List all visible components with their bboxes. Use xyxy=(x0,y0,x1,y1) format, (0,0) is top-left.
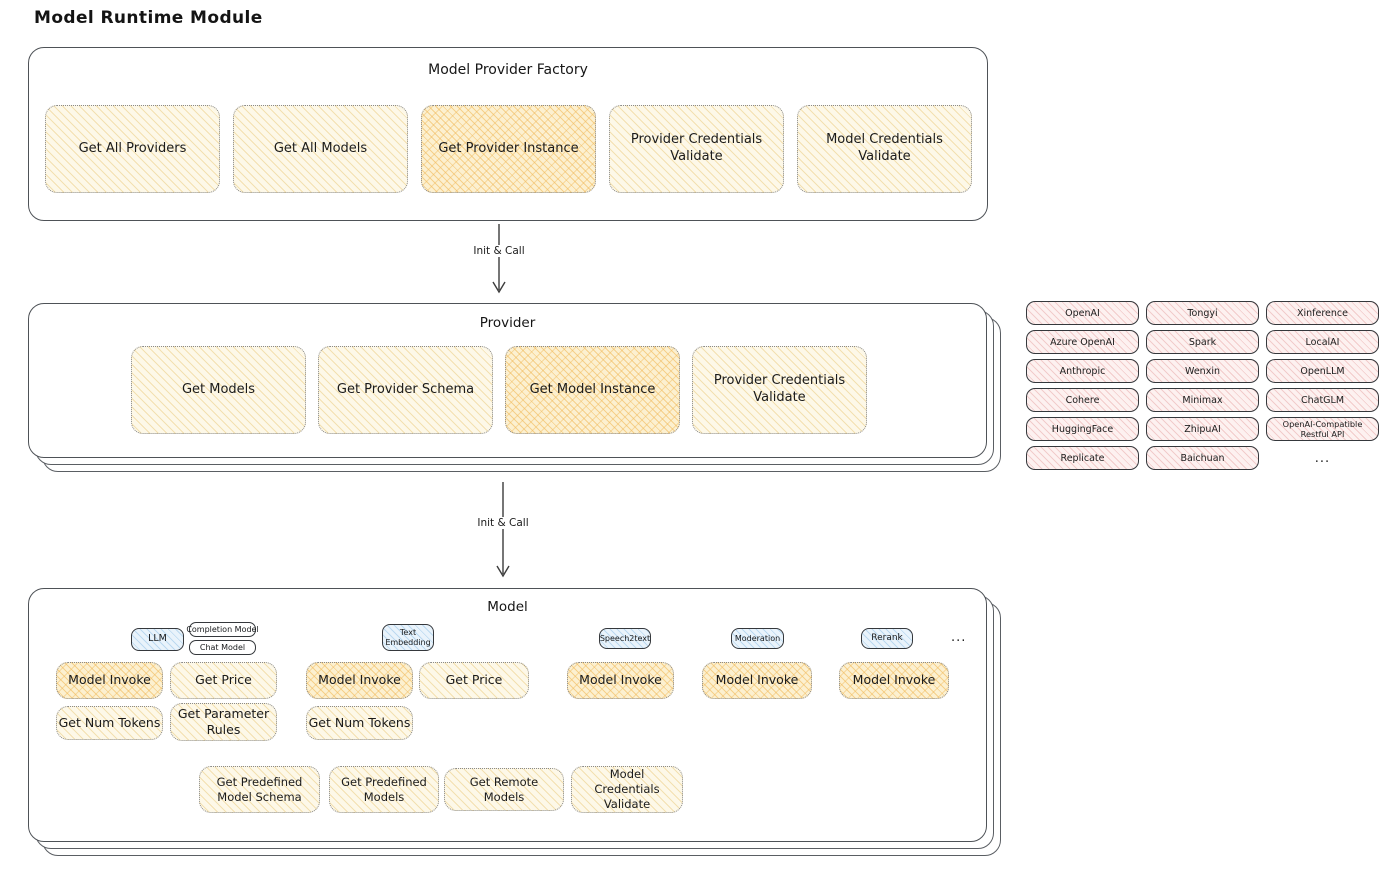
provider-title: Provider xyxy=(479,315,536,331)
get-models-button: Get Models xyxy=(131,346,306,434)
provider-item-huggingface: HuggingFace xyxy=(1026,417,1139,441)
provider-item-baichuan: Baichuan xyxy=(1146,446,1259,470)
provider-item-azure-openai: Azure OpenAI xyxy=(1026,330,1139,354)
get-predefined-model-schema-button: Get Predefined Model Schema xyxy=(199,766,320,813)
get-remote-models-button: Get Remote Models xyxy=(444,768,564,811)
arrow-down-icon xyxy=(492,224,506,294)
init-call-arrow-1: Init & Call xyxy=(459,224,539,298)
get-all-providers-button: Get All Providers xyxy=(45,105,220,193)
provider-item-tongyi: Tongyi xyxy=(1146,301,1259,325)
model-title: Model xyxy=(487,599,528,615)
page-title: Model Runtime Module xyxy=(34,8,263,28)
provider-credentials-validate-button-2: Provider Credentials Validate xyxy=(692,346,867,434)
tab-chat-model: Chat Model xyxy=(189,640,256,655)
provider-item-wenxin: Wenxin xyxy=(1146,359,1259,383)
provider-item-replicate: Replicate xyxy=(1026,446,1139,470)
provider-box: Provider Get Models Get Provider Schema … xyxy=(28,303,987,458)
provider-item-xinference: Xinference xyxy=(1266,301,1379,325)
tab-rerank: Rerank xyxy=(861,628,913,649)
tabs-more-ellipsis: ... xyxy=(951,630,967,645)
llm-get-parameter-rules-button: Get Parameter Rules xyxy=(170,703,277,741)
provider-item-openai-compatible: OpenAI-Compatible Restful API xyxy=(1266,417,1379,441)
provider-item-openllm: OpenLLM xyxy=(1266,359,1379,383)
provider-item-chatglm: ChatGLM xyxy=(1266,388,1379,412)
get-predefined-models-button: Get Predefined Models xyxy=(329,766,439,813)
text-embedding-model-invoke-button: Model Invoke xyxy=(306,662,413,699)
llm-model-invoke-button: Model Invoke xyxy=(56,662,163,699)
llm-get-price-button: Get Price xyxy=(170,662,277,699)
provider-item-anthropic: Anthropic xyxy=(1026,359,1139,383)
rerank-model-invoke-button: Model Invoke xyxy=(839,662,949,699)
provider-buttons-row: Get Models Get Provider Schema Get Model… xyxy=(131,346,867,434)
provider-credentials-validate-button: Provider Credentials Validate xyxy=(609,105,784,193)
tab-text-embedding: Text Embedding xyxy=(382,624,434,651)
init-call-arrow-2: Init & Call xyxy=(463,482,543,582)
speech2text-model-invoke-button: Model Invoke xyxy=(567,662,674,699)
provider-item-zhipuai: ZhipuAI xyxy=(1146,417,1259,441)
provider-item-minimax: Minimax xyxy=(1146,388,1259,412)
text-embedding-get-price-button: Get Price xyxy=(419,662,529,699)
get-all-models-button: Get All Models xyxy=(233,105,408,193)
model-credentials-validate-button-2: Model Credentials Validate xyxy=(571,766,683,813)
provider-list-more: ... xyxy=(1314,450,1331,466)
factory-title: Model Provider Factory xyxy=(428,62,588,78)
arrow-label: Init & Call xyxy=(469,245,529,257)
tab-completion-model: Completion Model xyxy=(186,622,259,637)
get-model-instance-button: Get Model Instance xyxy=(505,346,680,434)
llm-get-num-tokens-button: Get Num Tokens xyxy=(56,706,163,740)
arrow-label: Init & Call xyxy=(473,517,533,529)
factory-box: Model Provider Factory Get All Providers… xyxy=(28,47,988,221)
model-credentials-validate-button: Model Credentials Validate xyxy=(797,105,972,193)
moderation-model-invoke-button: Model Invoke xyxy=(702,662,812,699)
provider-item-cohere: Cohere xyxy=(1026,388,1139,412)
provider-item-localai: LocalAI xyxy=(1266,330,1379,354)
tab-llm: LLM xyxy=(131,628,184,651)
text-embedding-get-num-tokens-button: Get Num Tokens xyxy=(306,706,413,740)
provider-item-openai: OpenAI xyxy=(1026,301,1139,325)
factory-buttons-row: Get All Providers Get All Models Get Pro… xyxy=(45,105,972,193)
tab-moderation: Moderation xyxy=(731,628,784,649)
get-provider-schema-button: Get Provider Schema xyxy=(318,346,493,434)
get-provider-instance-button: Get Provider Instance xyxy=(421,105,596,193)
provider-list: OpenAI Tongyi Xinference Azure OpenAI Sp… xyxy=(1026,301,1379,470)
arrow-down-icon xyxy=(496,482,510,578)
provider-item-spark: Spark xyxy=(1146,330,1259,354)
tab-speech2text: Speech2text xyxy=(599,628,651,649)
model-box: Model LLM Completion Model Chat Model Te… xyxy=(28,588,987,842)
